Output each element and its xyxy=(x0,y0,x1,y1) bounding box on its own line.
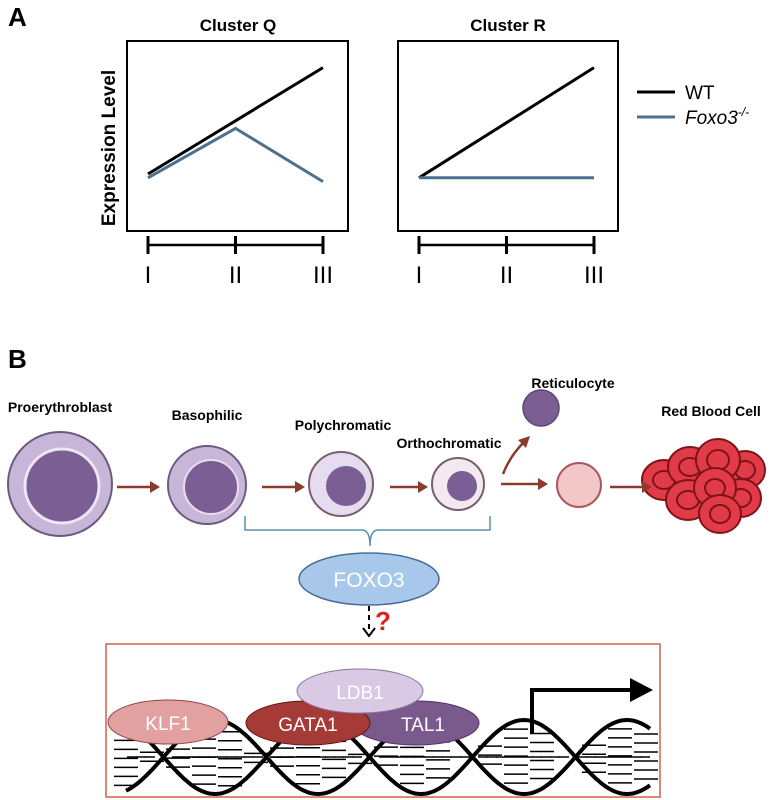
cell-reticulocyte xyxy=(556,462,602,508)
series-line-wt xyxy=(147,66,324,176)
arrow-enucleation xyxy=(501,441,525,475)
x-tick-label: II xyxy=(500,262,513,289)
foxo3-ellipse xyxy=(298,552,440,606)
ldb1-label: LDB1 xyxy=(336,683,384,704)
x-tick-labels: I II III xyxy=(145,262,333,289)
cell-proerythroblast xyxy=(7,431,113,537)
bracket xyxy=(244,516,491,547)
chart-cluster-r: Cluster R I II III xyxy=(397,16,619,289)
plot-frame xyxy=(126,40,349,232)
x-tick-label: I xyxy=(416,262,423,289)
legend-label-foxo3: Foxo3-/- xyxy=(685,105,749,129)
legend-label-foxo3-sup: -/- xyxy=(738,105,749,119)
stage-label-polychromatic: Polychromatic xyxy=(295,417,392,433)
panel-a-letter: A xyxy=(8,2,27,32)
complex-box xyxy=(105,643,661,798)
dna-double-helix xyxy=(114,717,658,797)
x-ticks xyxy=(417,236,596,254)
series-line-foxo3 xyxy=(147,126,324,183)
plot-frame xyxy=(397,40,619,232)
panel-b-letter: B xyxy=(8,344,27,374)
maturation-arrows xyxy=(117,441,644,489)
stage-label-proerythroblast: Proerythroblast xyxy=(8,399,113,415)
arrowheads xyxy=(150,436,652,493)
x-tick-label: III xyxy=(584,262,604,289)
question-mark: ? xyxy=(375,606,391,636)
cell-rbc-cluster xyxy=(641,438,766,534)
foxo3-label: FOXO3 xyxy=(333,569,404,592)
stage-label-basophilic: Basophilic xyxy=(172,407,243,423)
klf1-ellipse xyxy=(107,699,229,745)
extruded-nucleus xyxy=(522,389,560,427)
x-ticks xyxy=(146,236,325,254)
x-tick-label: II xyxy=(229,262,242,289)
dashed-arrowhead xyxy=(362,627,376,638)
x-tick-labels: I II III xyxy=(416,262,604,289)
dna-base-pairs xyxy=(114,728,658,787)
ldb1-ellipse xyxy=(296,668,424,714)
x-tick-label: III xyxy=(313,262,333,289)
cell-orthochromatic xyxy=(431,457,485,511)
stage-label-orthochromatic: Orthochromatic xyxy=(396,435,501,451)
legend-label-wt: WT xyxy=(685,83,715,104)
klf1-label: KLF1 xyxy=(145,714,190,735)
tal1-label: TAL1 xyxy=(401,715,445,736)
y-axis-label: Expression Level xyxy=(99,70,120,226)
stage-label-reticulocyte: Reticulocyte xyxy=(531,375,614,391)
dna-strand-2 xyxy=(125,717,652,796)
x-tick-label: I xyxy=(145,262,152,289)
chart-title: Cluster Q xyxy=(200,16,277,35)
chart-cluster-q: Cluster Q I II III xyxy=(126,16,349,289)
transcription-start-arrow xyxy=(530,688,632,733)
cell-polychromatic xyxy=(308,451,374,517)
cell-basophilic xyxy=(167,445,247,525)
legend: WT Foxo3-/- xyxy=(637,83,749,129)
chart-title: Cluster R xyxy=(470,16,546,35)
gata1-label: GATA1 xyxy=(278,715,337,736)
stage-label-rbc: Red Blood Cell xyxy=(661,403,761,419)
series-line-wt xyxy=(418,66,595,180)
legend-label-foxo3-base: Foxo3 xyxy=(685,108,738,129)
transcription-arrowhead xyxy=(630,678,653,702)
